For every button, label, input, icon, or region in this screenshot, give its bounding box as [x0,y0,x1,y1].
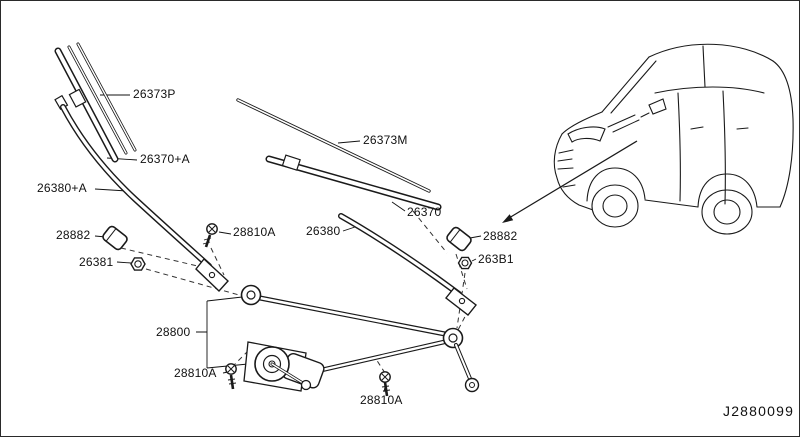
part-label-28810A-lower-left: 28810A [174,366,217,380]
part-label-28882-right: 28882 [483,229,518,243]
mount-bolt-right [379,371,391,397]
wiper-motor-linkage [240,284,480,393]
part-label-28810A-arm: 28810A [233,225,276,239]
part-label-26373M: 26373M [363,133,408,147]
leader-lines [94,94,482,393]
mount-bolt-left [225,363,237,390]
driver-wiper-blade [54,47,119,163]
driver-arm-bolt [202,223,218,248]
part-label-26373P: 26373P [133,87,176,101]
passenger-pivot-cap [446,226,472,252]
location-arrow [502,140,638,223]
vehicle-wiper-marks [607,112,650,133]
part-label-28810A-lower-right: 28810A [360,393,403,407]
part-label-26380A: 26380+A [37,181,87,195]
passenger-pivot-nut [457,256,473,270]
part-label-26370A: 26370+A [140,152,190,166]
part-label-26370: 26370 [407,205,442,219]
diagram-reference-code: J2880099 [723,403,795,419]
part-label-26381: 26381 [79,255,114,269]
passenger-blade-refill [236,98,431,193]
part-label-26380: 26380 [306,224,341,238]
driver-wiper-arm [54,94,229,293]
part-label-28800: 28800 [156,325,191,339]
driver-pivot-cap [102,225,128,251]
passenger-wiper-blade [265,154,442,211]
part-label-28882-left: 28882 [56,228,91,242]
driver-blade-refill [67,42,137,155]
vehicle-sketch [553,43,794,235]
passenger-wiper-arm [338,213,477,316]
part-label-263B1: 263B1 [478,252,514,266]
driver-pivot-nut [130,257,146,271]
